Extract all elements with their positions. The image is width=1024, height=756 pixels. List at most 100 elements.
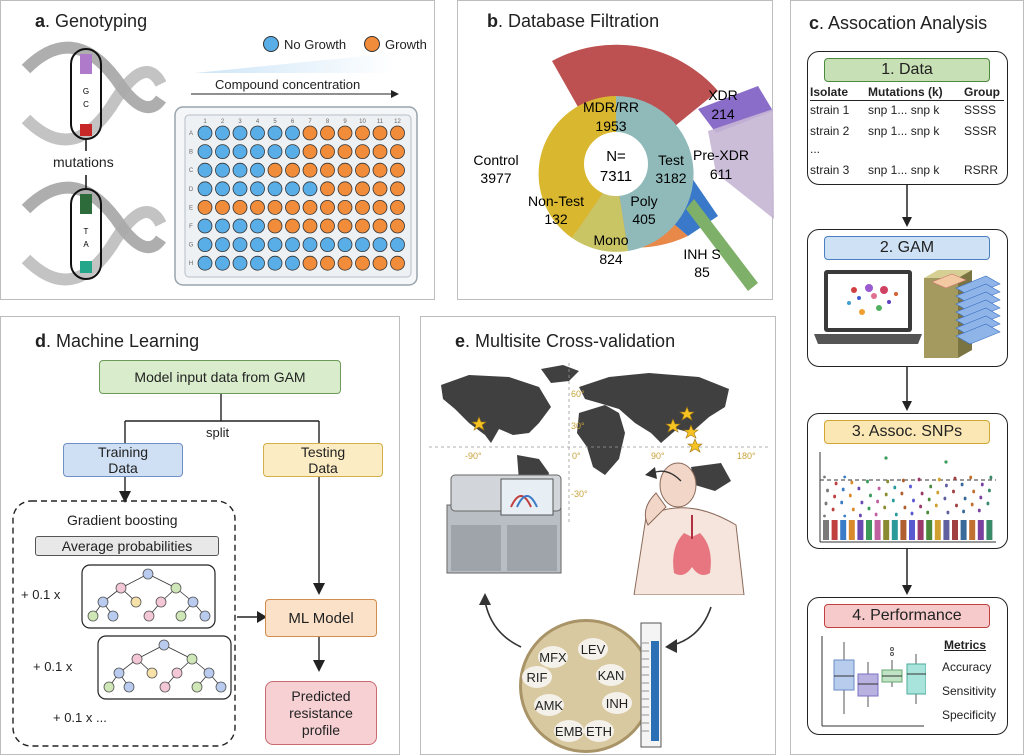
well-growth: [302, 125, 318, 141]
well-growth: [355, 255, 370, 271]
svg-text:T: T: [84, 227, 89, 236]
tree-node: [186, 653, 198, 665]
table-cell: strain 3: [810, 163, 850, 177]
legend-growth: Growth: [364, 36, 427, 52]
well-growth: [337, 162, 353, 178]
ml-model-box: ML Model: [265, 599, 377, 637]
snp-point: [977, 509, 981, 513]
drug-disc-lev: LEV: [578, 638, 608, 660]
plate-column-label: 9: [343, 119, 347, 125]
table-header-rule: [810, 100, 1004, 101]
tree-node: [123, 681, 135, 693]
factor-label: + 0.1 x: [33, 659, 73, 674]
lon-tick: 180°: [737, 451, 756, 461]
well-growth: [320, 181, 335, 197]
ml-flow-arrows: [12, 394, 325, 747]
inh-s-label: INH S: [683, 246, 720, 262]
snp-point: [963, 497, 967, 501]
lat-tick: -30°: [571, 489, 588, 499]
sunburst-chart: N= 7311 Control 3977 Test Test 3182 Non-…: [473, 44, 774, 291]
well-no-growth: [285, 144, 300, 159]
well-growth: [285, 200, 300, 215]
snp-point: [900, 492, 904, 496]
manhattan-column: [848, 520, 855, 540]
test-value: 3182: [655, 170, 686, 186]
well-no-growth: [285, 125, 300, 141]
manhattan-column: [857, 520, 864, 540]
well-growth: [337, 200, 353, 215]
well-no-growth: [232, 181, 248, 197]
well-no-growth: [215, 237, 230, 253]
snp-point: [884, 456, 888, 460]
well-no-growth: [197, 181, 213, 197]
drug-disc-inh: INH: [602, 692, 632, 714]
well-no-growth: [267, 237, 283, 253]
plate-column-label: 10: [359, 119, 366, 125]
well-no-growth: [372, 237, 388, 253]
well-growth: [390, 144, 405, 159]
well-no-growth: [232, 255, 248, 271]
manhattan-column: [831, 520, 838, 540]
tree-node: [131, 653, 143, 665]
etest-strip: [640, 622, 662, 748]
snp-point: [866, 480, 869, 484]
non-test-label: Non-Test: [528, 193, 584, 209]
snp-point: [927, 498, 931, 502]
table-cell: SSSS: [964, 103, 997, 117]
star-icon: [471, 416, 487, 431]
mono-label: Mono: [593, 232, 628, 248]
well-no-growth: [302, 181, 318, 197]
snp-point: [848, 494, 852, 498]
snp-point: [943, 497, 947, 501]
drug-disc-kan: KAN: [596, 664, 626, 686]
legend-no-growth: No Growth: [263, 36, 346, 52]
snp-point: [910, 512, 914, 516]
panel-d-title: d. Machine Learning: [35, 331, 200, 351]
table-cell: RSRR: [964, 163, 999, 177]
well-no-growth: [232, 144, 248, 159]
panel-database-filtration: b. Database Filtration N= 7311 Control 3…: [457, 0, 774, 300]
manhattan-column: [909, 520, 915, 540]
tree-node: [146, 667, 158, 679]
tree-node: [159, 681, 171, 693]
well-growth: [372, 255, 388, 271]
snp-point: [860, 501, 864, 505]
well-growth: [390, 181, 405, 197]
well-no-growth: [355, 237, 370, 253]
star-icon: [687, 438, 703, 453]
manhattan-column: [917, 520, 924, 540]
concentration-arrow: [191, 90, 399, 98]
well-no-growth: [267, 255, 283, 271]
snp-point: [936, 491, 940, 495]
well-growth: [320, 218, 335, 234]
snp-point: [960, 483, 964, 487]
step-performance-card: 4. Performance Metrics Accuracy Sensitiv…: [807, 597, 1008, 735]
snp-point: [989, 476, 993, 480]
drug-disc-amk: AMK: [534, 694, 564, 716]
snp-point: [843, 514, 847, 518]
plate-column-label: 2: [221, 119, 225, 125]
plate-row-label: E: [189, 205, 193, 211]
snp-point: [912, 499, 915, 503]
snp-point: [894, 513, 898, 517]
manhattan-plot: [819, 452, 996, 543]
well-no-growth: [390, 237, 405, 253]
drug-disc-rif: RIF: [522, 666, 552, 688]
table-cell: snp 1... snp k: [868, 163, 940, 177]
training-data-box: Training Data: [63, 443, 183, 477]
svg-text:G: G: [83, 87, 89, 96]
manhattan-column: [960, 520, 967, 540]
tree-node: [203, 667, 215, 679]
well-growth: [372, 162, 388, 178]
lat-tick: 30°: [571, 421, 585, 431]
segment-pre-xdr: [708, 109, 774, 219]
table-cell: snp 1... snp k: [868, 103, 940, 117]
well-growth: [372, 218, 388, 234]
snp-point: [944, 460, 948, 464]
well-growth: [285, 218, 300, 234]
well-no-growth: [197, 218, 213, 234]
well-no-growth: [250, 125, 265, 141]
well-growth: [355, 162, 370, 178]
predicted-profile-box: Predicted resistance profile: [265, 681, 377, 745]
